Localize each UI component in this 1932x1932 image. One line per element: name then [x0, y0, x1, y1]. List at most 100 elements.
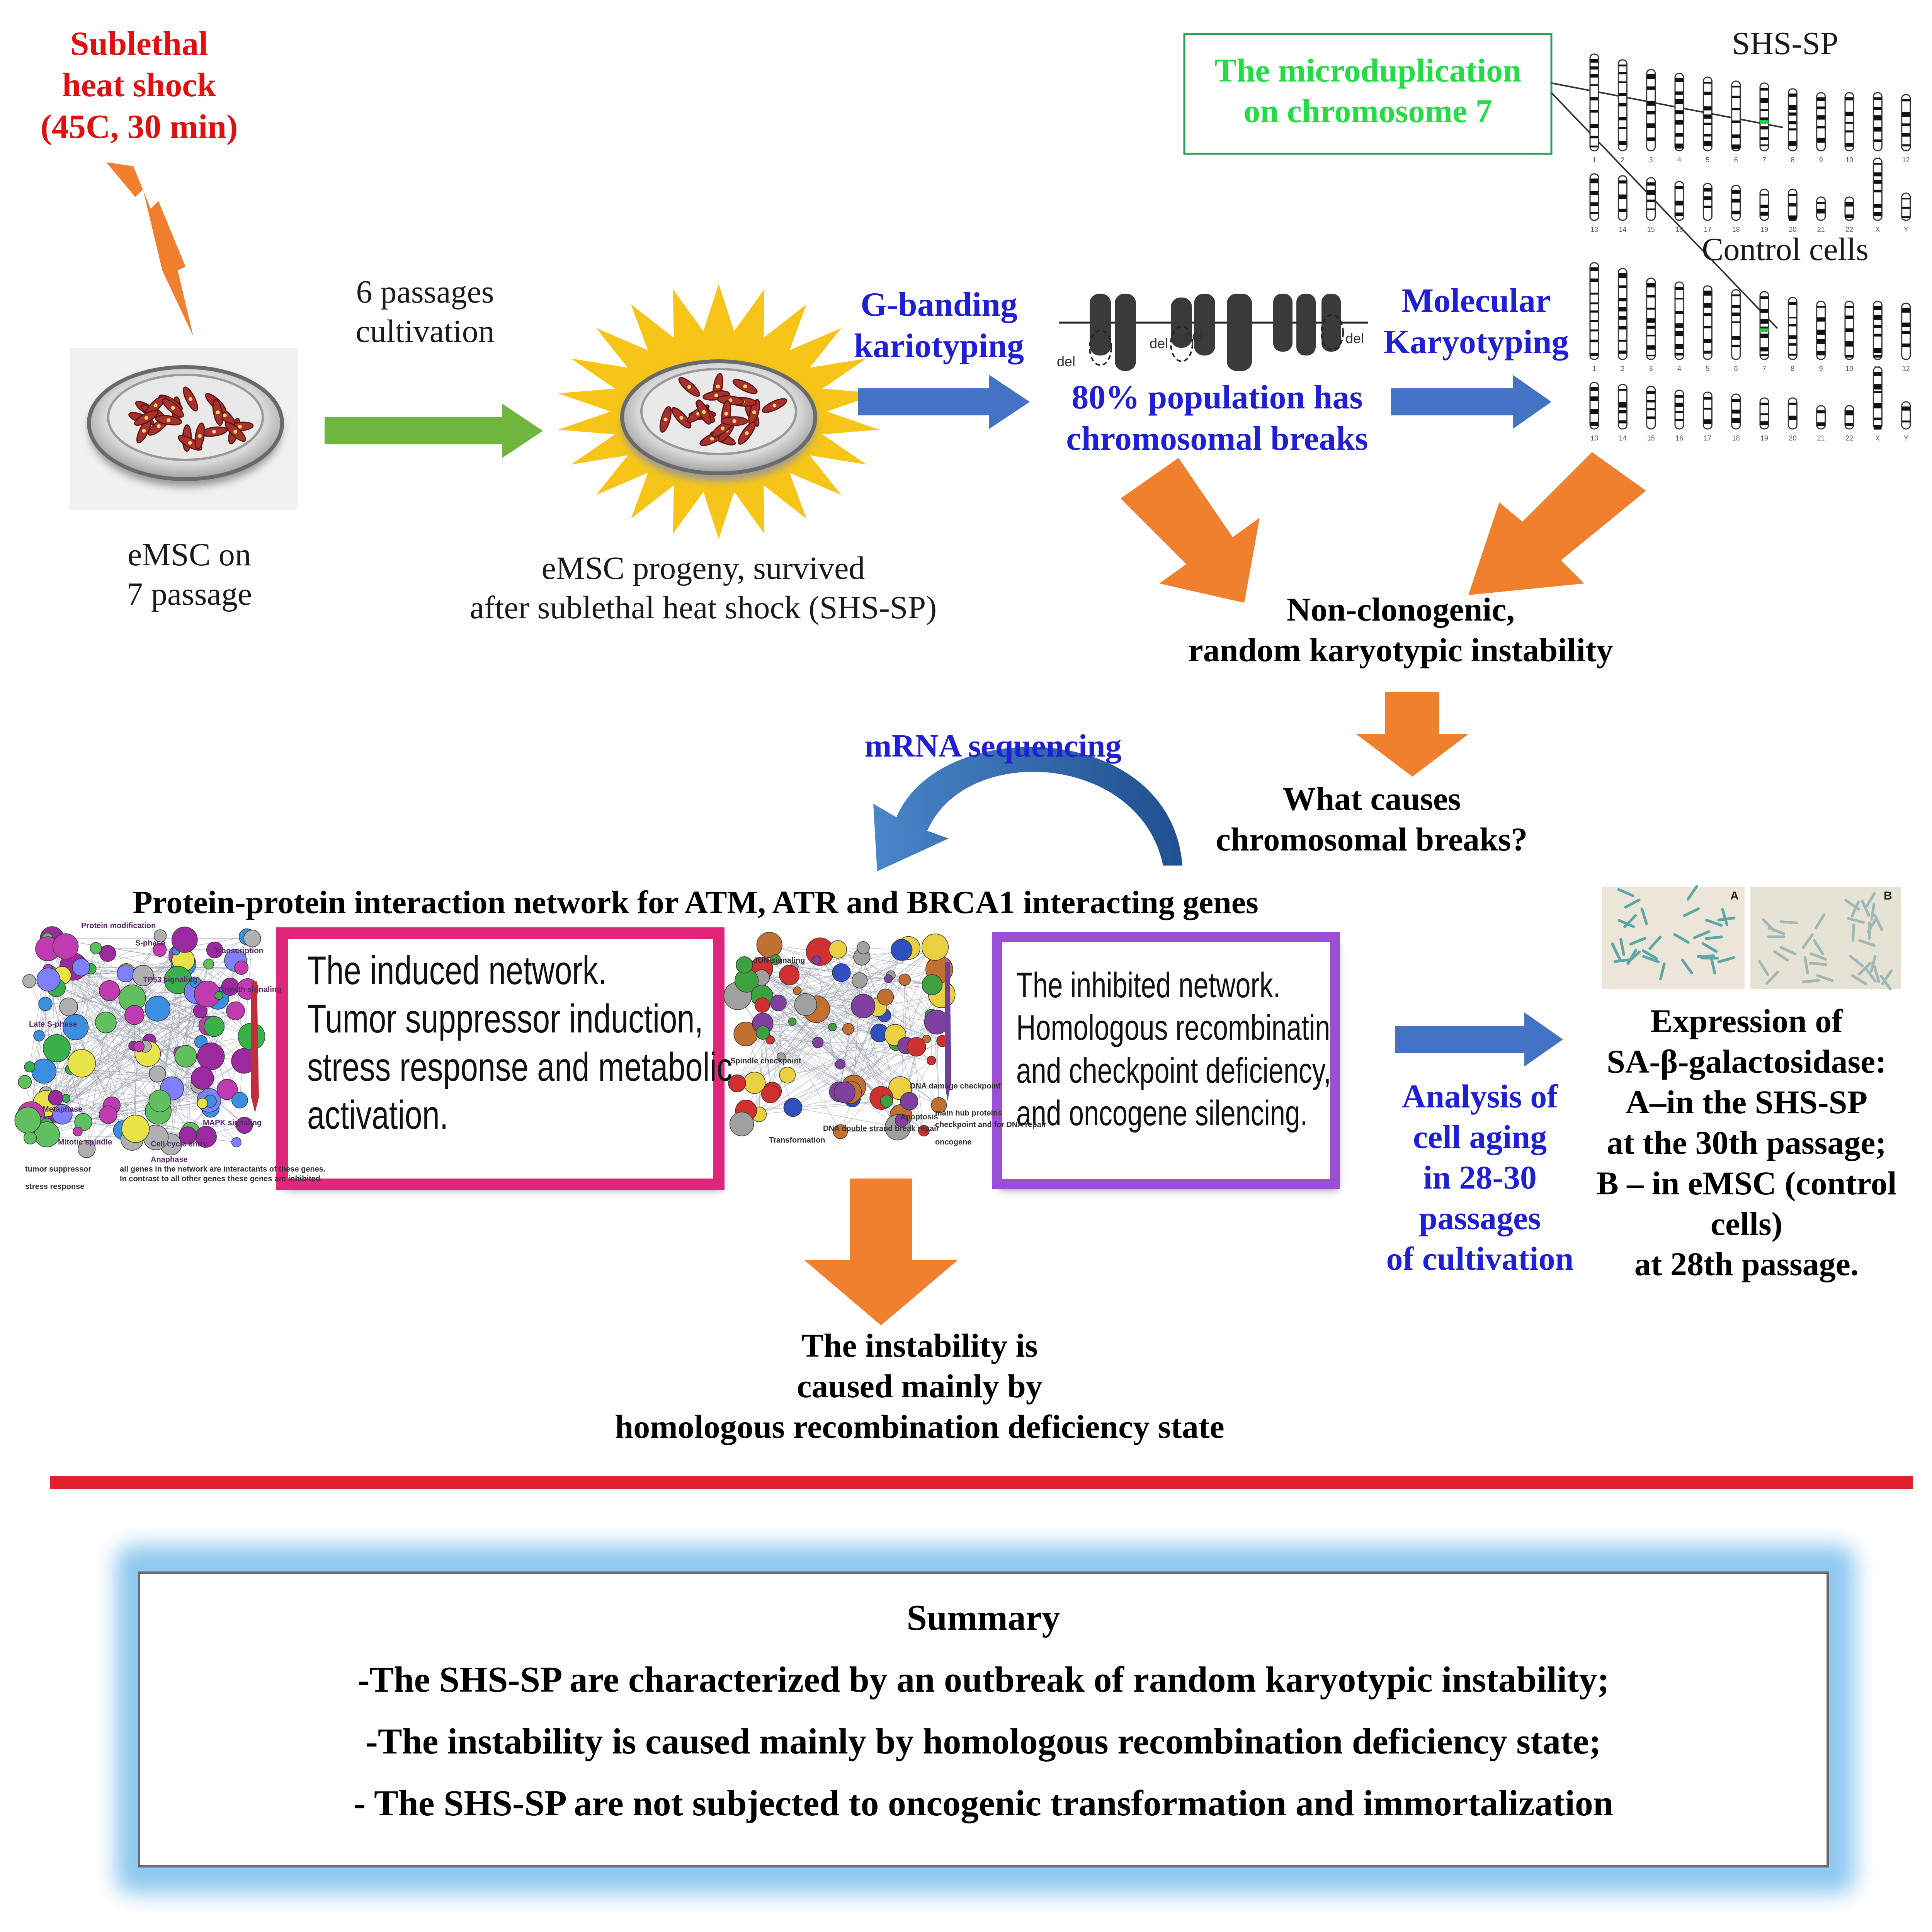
- network-node: [231, 1137, 242, 1148]
- network-node: [243, 930, 261, 947]
- arrow-instability-to-causes: [1356, 692, 1468, 777]
- network-node: [832, 963, 851, 982]
- network-node: [95, 1012, 117, 1033]
- network-node: [203, 959, 214, 969]
- network-node: [179, 1126, 197, 1145]
- chromosome-number: 13: [1590, 226, 1598, 233]
- survived-dish-icon: [558, 284, 879, 539]
- network-node: [197, 1098, 208, 1109]
- sa-beta-gal-caption: Expression of SA-β-galactosidase: A–in t…: [1596, 1002, 1897, 1283]
- chromosome-number: 2: [1621, 365, 1624, 372]
- chromosome-number: 10: [1845, 156, 1853, 164]
- chromosome-number: 21: [1817, 434, 1825, 442]
- network-node: [153, 943, 167, 957]
- network-node: [736, 956, 753, 974]
- shs-sp-karyotype-ideogram: 12345678910111213141516171819202122XY: [1589, 53, 1911, 233]
- chromosome-number: 8: [1791, 365, 1794, 372]
- chromosome-number: 15: [1647, 226, 1655, 233]
- gbanding-label: G-banding kariotyping: [854, 286, 1024, 365]
- cell-aging-label: Analysis of cell aging in 28-30 passages…: [1386, 1078, 1574, 1277]
- summary-line: -The SHS-SP are characterized by an outb…: [357, 1660, 1609, 1700]
- chromosome-number: 3: [1649, 156, 1653, 164]
- progeny-label: eMSC progeny, survived after sublethal h…: [469, 550, 937, 626]
- network-region-label: TP53 signaling: [143, 976, 198, 984]
- network-node: [754, 997, 770, 1013]
- network-node: [14, 1107, 41, 1134]
- chromosome-number: 18: [1732, 434, 1740, 442]
- network-node: [783, 1098, 803, 1117]
- chromosome-number: 10: [1845, 365, 1853, 372]
- network-node: [18, 1075, 32, 1089]
- network-region-label: Cell cycle entry: [151, 1140, 207, 1148]
- chromosome-number: 16: [1675, 226, 1683, 233]
- network-region-label: MAPK signaling: [203, 1119, 262, 1127]
- emsc-label: eMSC on 7 passage: [126, 537, 252, 612]
- network-node: [172, 927, 198, 953]
- chromosome-number: Y: [1904, 434, 1908, 442]
- network-node: [900, 1092, 918, 1111]
- network-node: [756, 932, 782, 958]
- network-node: [31, 1058, 57, 1084]
- chromosome-number: 7: [1762, 365, 1766, 372]
- network-node: [24, 1131, 37, 1145]
- network-node: [728, 1074, 746, 1092]
- chromosome-number: 19: [1760, 434, 1768, 442]
- summary-title: Summary: [906, 1598, 1060, 1638]
- photo-b-label: B: [1884, 889, 1892, 902]
- network-node: [898, 973, 911, 986]
- chromosome-number: 20: [1789, 434, 1796, 442]
- chromosome-number: X: [1875, 434, 1880, 442]
- del-label: del: [1184, 328, 1203, 344]
- network-region-label: oncogene: [935, 1138, 972, 1146]
- network-node: [145, 996, 171, 1022]
- network-node: [852, 972, 868, 988]
- network-node: [214, 991, 223, 1000]
- network-region-label: In contrast to all other genes these gen…: [120, 1175, 323, 1183]
- network-node: [121, 1114, 150, 1143]
- arrow-population-to-instability: [1121, 458, 1260, 603]
- gbanding-arrow: [858, 375, 1030, 429]
- microduplication-box: [1183, 33, 1553, 155]
- chromosome-number: 17: [1704, 434, 1711, 442]
- chromosome-number: 22: [1845, 226, 1853, 233]
- network-node: [72, 958, 90, 976]
- network-node: [729, 1112, 754, 1136]
- chromosome-number: 16: [1675, 434, 1683, 442]
- sa-beta-gal-photos: [1602, 885, 1901, 990]
- network-node: [22, 974, 36, 988]
- arrow-network-to-conclusion: [804, 1179, 958, 1325]
- chromosome-number: 12: [1902, 365, 1910, 372]
- network-region-label: Anaphase: [151, 1155, 188, 1164]
- summary-box: [116, 1546, 1855, 1893]
- chromosome-number: 2: [1621, 156, 1624, 164]
- network-node: [153, 929, 167, 942]
- aging-analysis-arrow: [1395, 1012, 1563, 1066]
- network-node: [124, 1005, 145, 1025]
- network-region-label: S-phase: [135, 939, 165, 947]
- network-node: [48, 1090, 63, 1105]
- chromosome-number: 20: [1789, 226, 1796, 233]
- network-node: [765, 1035, 775, 1044]
- control-karyotype-ideogram: 12345678910111213141516171819202122XY: [1589, 262, 1911, 442]
- network-node: [33, 1030, 45, 1042]
- network-region-label: JUN signaling: [753, 956, 805, 965]
- network-node: [216, 1079, 238, 1100]
- del-label: del: [1345, 330, 1364, 346]
- network-node: [770, 954, 781, 965]
- chromosome-number: 12: [1902, 156, 1910, 164]
- network-node: [779, 1066, 796, 1083]
- network-node: [788, 1017, 797, 1026]
- chromosome-number: 9: [1819, 156, 1823, 164]
- chromosome-number: 8: [1791, 156, 1794, 164]
- network-node: [191, 1066, 214, 1090]
- network-node: [779, 965, 800, 985]
- induced-network-text: The induced network. Tumor suppressor in…: [307, 948, 733, 1138]
- network-node: [833, 1082, 855, 1104]
- network-node: [117, 964, 135, 983]
- chromosome-number: 5: [1706, 156, 1709, 164]
- network-region-label: DNA double strand break repair: [823, 1124, 939, 1133]
- network-region-label: Transcription: [214, 947, 264, 955]
- molecular-karyotyping-label: Molecular Karyotyping: [1383, 282, 1569, 361]
- network-node: [906, 1037, 926, 1057]
